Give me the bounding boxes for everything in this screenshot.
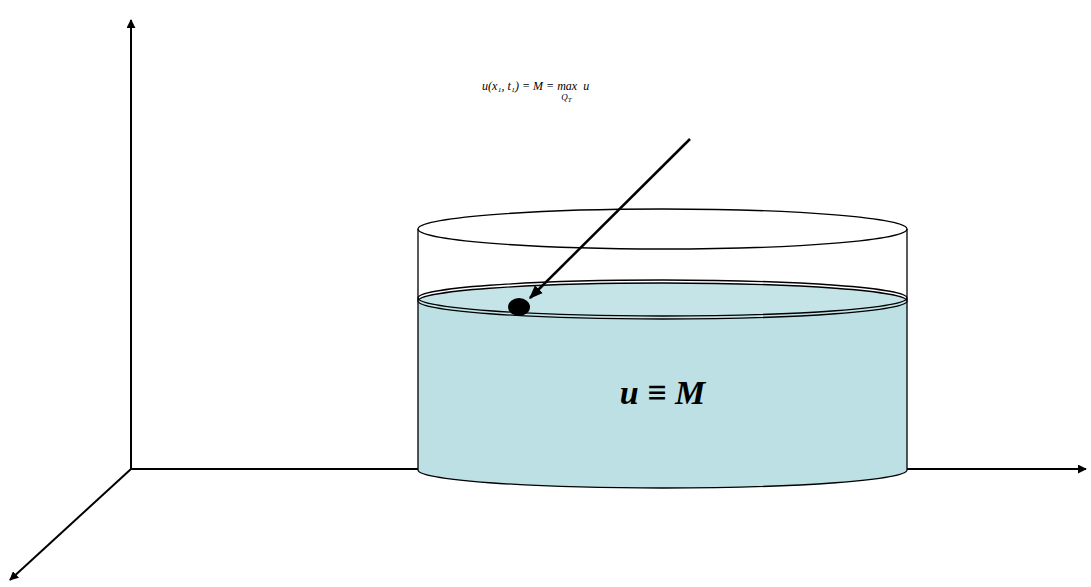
horizontal-axis: [907, 468, 1086, 470]
liquid-surface-rim: [418, 280, 907, 316]
vertical-axis: [130, 20, 132, 469]
node-text: u ≡ M: [620, 374, 706, 412]
axes: [10, 20, 1086, 580]
cylinder-wall: [906, 229, 907, 300]
horizontal-axis: [131, 468, 418, 470]
domain-subscript: Q: [561, 93, 568, 102]
max-formula: u(x₁, t₁) = M = max: [482, 80, 577, 92]
liquid-surface: [418, 283, 907, 319]
cylinder-top: [418, 209, 907, 249]
cylinder-wall: [417, 229, 418, 300]
cylinder-region: u ≡ M: [420, 318, 905, 468]
depth-axis: [10, 469, 131, 580]
domain-subscript: T: [568, 97, 572, 104]
cylinder: [418, 209, 907, 488]
leader-arrow: [530, 139, 690, 298]
maximum-point: [508, 298, 530, 316]
liquid-body: [418, 300, 907, 488]
max-formula: u: [583, 80, 589, 92]
